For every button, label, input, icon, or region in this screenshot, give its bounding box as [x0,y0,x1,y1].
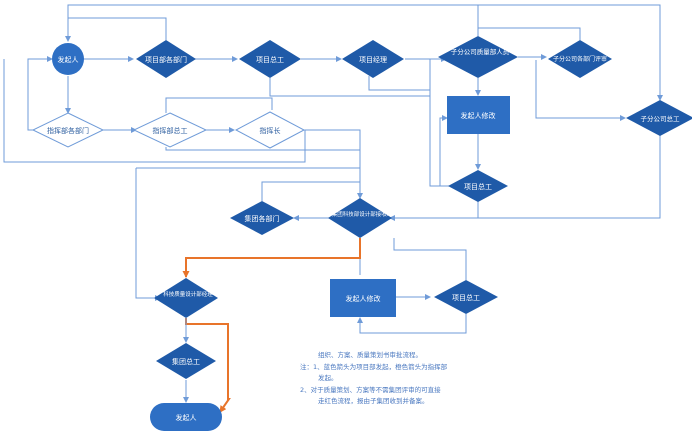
project-engineer-3-label: 项目总工 [452,293,480,302]
initiator-revise-2-node[interactable]: 发起人修改 [330,279,396,317]
sub-dept-label: 子分公司各部门评审 [553,55,607,63]
note-line-3: 发起。 [318,373,338,382]
group-engineer-node[interactable]: 集团总工 [156,343,216,379]
group-dept-label: 集团各部门 [245,214,280,223]
end-label: 发起人 [176,413,197,422]
group-dept-node[interactable]: 集团各部门 [230,201,294,235]
hq-chief-label: 指挥长 [260,126,281,135]
blue-edges [3,4,663,334]
project-engineer-label: 项目总工 [256,55,284,64]
legend-note: 组织、方案、质量策划书审批流程。 注：1、蓝色箭头为项目部发起，橙色箭头为指挥部… [300,350,448,405]
start-node[interactable]: 发起人 [52,43,84,75]
hq-engineer-label: 指挥部总工 [153,126,188,135]
group-design-label: 集团科技部设计部接收人 [332,210,393,218]
start-label: 发起人 [58,55,79,64]
hq-chief-node[interactable]: 指挥长 [234,111,306,149]
project-engineer-3-node[interactable]: 项目总工 [434,280,498,314]
note-line-2: 注：1、蓝色箭头为项目部发起，橙色箭头为指挥部 [300,362,448,371]
project-manager-node[interactable]: 项目经理 [342,40,404,78]
note-line-4: 2、对于质量策划、方案等不需集团评审的可直接 [300,385,441,394]
group-engineer-label: 集团总工 [172,357,200,366]
initiator-revise-2-label: 发起人修改 [346,294,381,303]
tech-quality-node[interactable]: 科技质量设计部经理 [154,278,218,318]
sub-engineer-node[interactable]: 子分公司总工 [626,100,692,136]
group-design-node[interactable]: 集团科技部设计部接收人 [328,198,393,238]
project-engineer-2-label: 项目总工 [464,182,492,191]
tech-quality-label: 科技质量设计部经理 [163,290,213,298]
sub-quality-node[interactable]: 子分公司质量部人员 [438,36,518,78]
note-line-1: 组织、方案、质量策划书审批流程。 [318,350,422,359]
project-dept-node[interactable]: 项目部各部门 [136,40,196,78]
end-node[interactable]: 发起人 [150,403,222,431]
project-engineer-node[interactable]: 项目总工 [239,40,301,78]
sub-quality-label-text: 子分公司质量部人员 [451,47,510,56]
initiator-revise-1-label: 发起人修改 [461,111,496,120]
project-manager-label: 项目经理 [359,55,387,64]
hq-dept-label: 指挥部各部门 [47,126,89,135]
initiator-revise-1-node[interactable]: 发起人修改 [447,96,510,134]
hq-dept-node[interactable]: 指挥部各部门 [31,112,105,148]
project-engineer-2-node[interactable]: 项目总工 [448,170,508,202]
hq-engineer-node[interactable]: 指挥部总工 [132,112,208,148]
note-line-5: 走红色流程，报由子集团收到并备案。 [318,396,429,405]
project-dept-label: 项目部各部门 [145,55,187,64]
sub-engineer-label: 子分公司总工 [641,114,681,123]
sub-quality-label: 子分公司质量部人员 [451,47,510,56]
sub-dept-node[interactable]: 子分公司各部门评审 [548,40,612,78]
